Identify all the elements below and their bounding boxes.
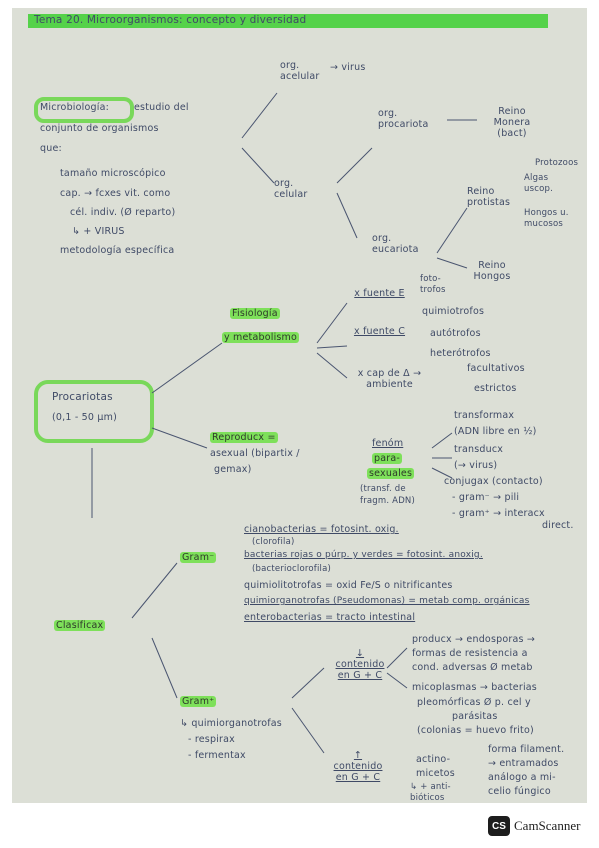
bacterias-rojas-verdes: bacterias rojas o púrp. y verdes = fotos… [244,550,483,560]
org-acelular: org. acelular [280,60,320,82]
pleomorficas: pleomórficas Ø p. cel y [417,697,531,708]
fuente-c: x fuente C [353,326,406,337]
hongos-mucosos: Hongos u. mucosos [524,208,569,229]
page-title: Tema 20. Microorganismos: concepto y div… [34,14,307,26]
heterotrofos: heterótrofos [430,348,491,359]
procariotas-box [34,380,154,443]
clasificax-heading: Clasificax [54,620,106,631]
micoplasmas: micoplasmas → bacterias [412,682,537,693]
org-celular: org. celular [274,178,308,200]
reino-monera: Reino Monera (bact) [493,106,531,139]
microbiologia-def-3: que: [40,143,62,154]
bullet-4: metodología específica [60,245,175,256]
transducx-virus: (→ virus) [454,460,498,471]
camscanner-brand: CamScanner [514,818,581,833]
gram-neg-heading: Gram⁻ [180,552,217,563]
microbiologia-def-2: conjunto de organismos [40,123,159,134]
procariotas-size: (0,1 - 50 µm) [52,412,117,423]
parasitas: parásitas [452,711,498,722]
respirax: - respirax [188,734,235,745]
reino-hongos: Reino Hongos [473,260,511,282]
procariotas-heading: Procariotas [52,391,113,403]
para: para- [372,453,403,464]
actino: actino- [416,754,451,765]
analogo: análogo a mi- [488,772,556,783]
quimiolitotrofas: quimiolitotrofas = oxid Fe/S o nitrifica… [244,580,453,591]
title-highlight [28,14,548,28]
quimiotrofos: quimiotrofos [422,306,485,317]
forma-filament: forma filament. [488,744,565,755]
producx: producx → endosporas → [412,634,535,645]
formas-resistencia: formas de resistencia a [412,648,528,659]
enterobacterias: enterobacterias = tracto intestinal [244,612,416,623]
conjugax: conjugax (contacto) [444,476,543,487]
org-eucariota: org. eucariota [372,233,419,255]
microbiologia-def-1: estudio del [134,102,189,113]
adn-libre: (ADN libre en ½) [454,426,537,437]
reino-protistas: Reino protistas [467,186,511,208]
entramados: → entramados [488,758,559,769]
concept-map-connectors [91,92,477,754]
asexual: asexual (bipartix / [210,448,300,459]
bullet-1: tamaño microscópico [60,168,166,179]
trofos-label: trofos [420,285,446,295]
scanned-notes-page: Tema 20. Microorganismos: concepto y div… [12,8,587,803]
transf-de: (transf. de [360,484,406,494]
fuente-e: x fuente E [354,288,405,299]
bullet-2b: cél. indiv. (Ø reparto) [70,207,176,218]
gemax: gemax) [214,464,252,475]
bacterioclorofila: (bacterioclorofila) [252,564,331,574]
celio-fungico: celio fúngico [488,786,551,797]
fenom: fenóm [372,438,404,449]
sexuales: sexuales [367,468,415,479]
metabolismo-heading: y metabolismo [222,332,300,343]
clorofila: (clorofila) [252,537,295,547]
gram-neg-pili: - gram⁻ → pili [452,492,520,503]
microbiologia-heading: Microbiología: [40,102,109,113]
fermentax: - fermentax [188,750,246,761]
cond-adversas: cond. adversas Ø metab [412,662,533,673]
colonias: (colonias = huevo frito) [417,725,534,736]
bullet-2: cap. → fcxes vit. como [60,188,171,199]
transducx: transducx [454,444,504,455]
camscanner-logo-icon: CS [488,816,510,836]
camscanner-watermark: CS CamScanner [488,815,580,837]
algas: Algas uscop. [524,173,553,194]
antibioticos: ↳ + anti-bióticos [410,782,451,803]
fragm-adn: fragm. ADN) [360,496,416,506]
autotrofos: autótrofos [430,328,481,339]
quimiorganotrofas: quimiorganotrofas (Pseudomonas) = metab … [244,596,530,606]
transformax: transformax [454,410,515,421]
estrictos: estrictos [474,383,517,394]
reproduccion-heading: Reproducx = [210,432,278,443]
bullet-3: ↳ + VIRUS [72,226,125,237]
directa: direct. [542,520,574,531]
gram-pos-heading: Gram⁺ [180,696,217,707]
org-procariota: org. procariota [378,108,429,130]
bajo-contenido-gc: ↓ contenido en G + C [335,648,385,681]
quimiorganotrofas-2: ↳ quimiorganotrofas [180,718,282,729]
cap-ambiente: x cap de Δ → ambiente [357,368,422,390]
fisiologia-heading: Fisiología [230,308,280,319]
facultativos: facultativos [467,363,525,374]
micetos: micetos [416,768,455,779]
alto-contenido-gc: ↑ contenido en G + C [333,750,383,783]
gram-pos-interacx: - gram⁺ → interacx [452,508,545,519]
cianobacterias: cianobacterias = fotosint. oxig. [244,524,399,535]
foto-label: foto- [420,274,441,284]
virus-label: → virus [330,62,366,73]
protozoos: Protozoos [535,158,579,168]
microbiologia-box [34,97,134,123]
